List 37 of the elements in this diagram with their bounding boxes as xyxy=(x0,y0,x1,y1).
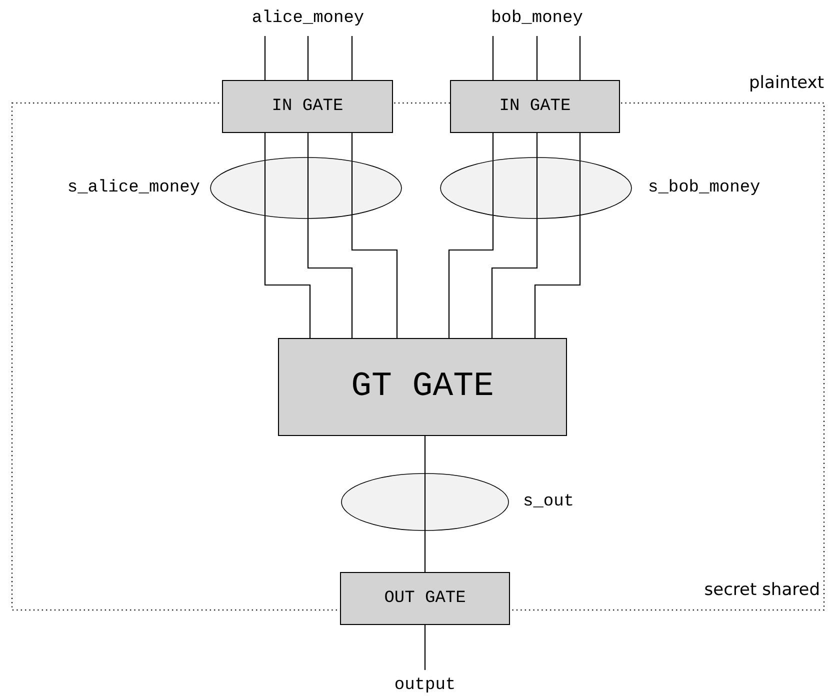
gate-label: IN GATE xyxy=(499,97,571,116)
gate-box xyxy=(340,572,510,625)
share-name: s_bob_money xyxy=(648,178,762,198)
wire xyxy=(536,133,538,157)
region-label: plaintext xyxy=(748,73,824,93)
wire xyxy=(448,216,494,338)
gate-label: IN GATE xyxy=(272,97,344,116)
wire xyxy=(424,531,426,572)
wire xyxy=(579,36,581,80)
gate-box xyxy=(222,80,393,133)
gate-box xyxy=(450,80,620,133)
gate-label: OUT GATE xyxy=(384,589,466,608)
wire xyxy=(264,133,266,160)
wire xyxy=(351,133,353,161)
wire xyxy=(264,216,311,338)
wire xyxy=(492,133,494,160)
wire xyxy=(491,219,538,338)
wire xyxy=(307,219,353,338)
gate-box xyxy=(278,338,567,436)
signal-name: bob_money xyxy=(491,8,583,28)
wire xyxy=(351,36,353,80)
region-label: secret shared xyxy=(703,580,820,600)
wire xyxy=(534,216,581,338)
share-name: s_out xyxy=(523,492,576,512)
wire xyxy=(424,625,426,670)
wire xyxy=(579,133,581,160)
signal-name: output xyxy=(394,676,456,694)
wire xyxy=(536,36,538,80)
wire xyxy=(492,36,494,80)
wire xyxy=(307,36,309,80)
signal-name: alice_money xyxy=(252,8,364,28)
wire xyxy=(307,133,309,157)
wire xyxy=(264,36,266,80)
share-name: s_alice_money xyxy=(66,178,200,198)
wire xyxy=(351,215,398,338)
wire xyxy=(424,436,426,473)
gate-label: GT GATE xyxy=(351,368,494,406)
